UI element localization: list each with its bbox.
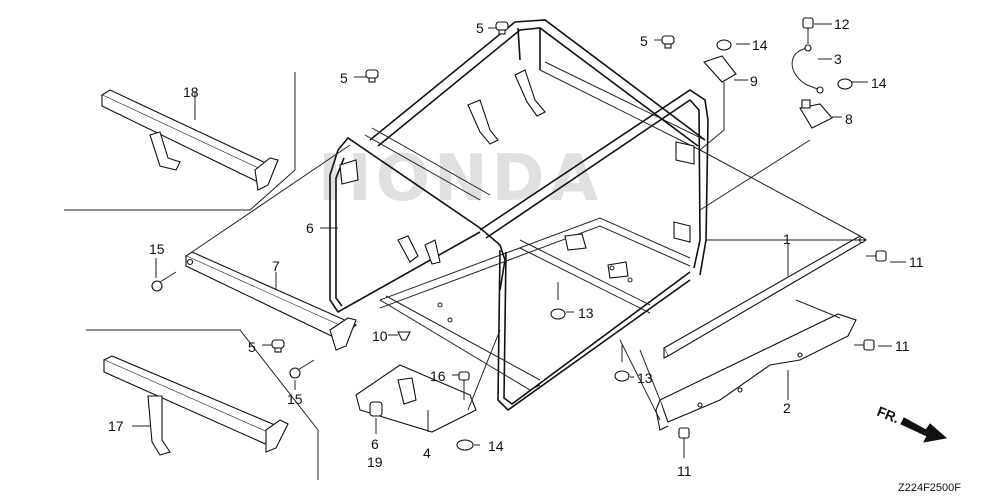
part-14-nut-top	[716, 39, 732, 51]
part-4-plate	[355, 329, 501, 433]
callout-13: 13	[578, 305, 594, 321]
diagram-code: Z224F2500F	[898, 482, 961, 494]
part-2-bar	[619, 299, 857, 431]
part-5-cap-right	[661, 35, 675, 49]
callout-3: 3	[834, 51, 842, 67]
callout-5: 5	[476, 20, 484, 36]
brand-watermark: HONDA	[318, 142, 602, 216]
part-14-nut-lower	[456, 439, 474, 451]
callout-13: 13	[637, 370, 653, 386]
callout-4: 4	[423, 445, 431, 461]
callout-2: 2	[783, 400, 791, 416]
front-direction-indicator: FR.	[875, 403, 948, 443]
part-3-wire	[791, 44, 824, 94]
part-11-bolt-c	[678, 427, 690, 448]
callout-7: 7	[272, 258, 280, 274]
inset-lower-left	[86, 329, 319, 480]
part-7-bar	[184, 144, 358, 351]
callout-11: 11	[677, 463, 692, 479]
callout-14: 14	[488, 438, 504, 454]
part-11-bolt-a	[866, 250, 887, 262]
callout-11: 11	[895, 338, 910, 354]
part-5-cap-top	[495, 21, 509, 35]
callout-5: 5	[248, 339, 256, 355]
callout-16: 16	[430, 368, 446, 384]
callout-5: 5	[640, 33, 648, 49]
part-11-bolt-b	[854, 339, 875, 351]
part-15-bolt-b	[289, 359, 315, 379]
direction-label: FR.	[875, 403, 902, 426]
leader-lines	[132, 23, 906, 458]
callout-labels: 5 5 5 5 6 6 7 8 9 10 11 11 11 12 13 13 1…	[108, 16, 924, 479]
part-13-nut-b	[614, 345, 630, 382]
part-16-bolt	[458, 371, 470, 400]
callout-5: 5	[340, 70, 348, 86]
callout-14: 14	[752, 37, 768, 53]
part-10-clip	[397, 331, 411, 341]
part-6-19-bushing	[369, 401, 383, 417]
callout-15: 15	[287, 391, 303, 407]
part-5-cap-left	[365, 69, 379, 83]
callout-1: 1	[783, 231, 791, 247]
callout-12: 12	[834, 16, 850, 32]
part-15-bolt-a	[151, 271, 177, 292]
arrow-icon	[900, 417, 948, 443]
watermark-text: HONDA	[318, 142, 602, 216]
part-9-bracket	[703, 55, 737, 94]
callout-19: 19	[367, 454, 383, 470]
callout-10: 10	[372, 328, 388, 344]
part-14-nut-right	[837, 78, 853, 90]
callout-6: 6	[371, 436, 379, 452]
callout-11: 11	[909, 254, 924, 270]
inset-upper-left	[64, 72, 296, 211]
callout-6: 6	[306, 220, 314, 236]
callout-17: 17	[108, 418, 124, 434]
part-12-bolt	[802, 17, 814, 44]
callout-8: 8	[845, 111, 853, 127]
part-5-cap-low	[271, 339, 285, 353]
callout-18: 18	[183, 84, 199, 100]
part-8-bracket	[799, 99, 833, 129]
part-13-nut-a	[550, 282, 566, 320]
fasteners	[151, 17, 887, 451]
main-frame	[329, 19, 709, 412]
callout-14: 14	[871, 75, 887, 91]
callout-15: 15	[149, 241, 165, 257]
part-1-bar	[663, 149, 868, 359]
callout-9: 9	[750, 73, 758, 89]
